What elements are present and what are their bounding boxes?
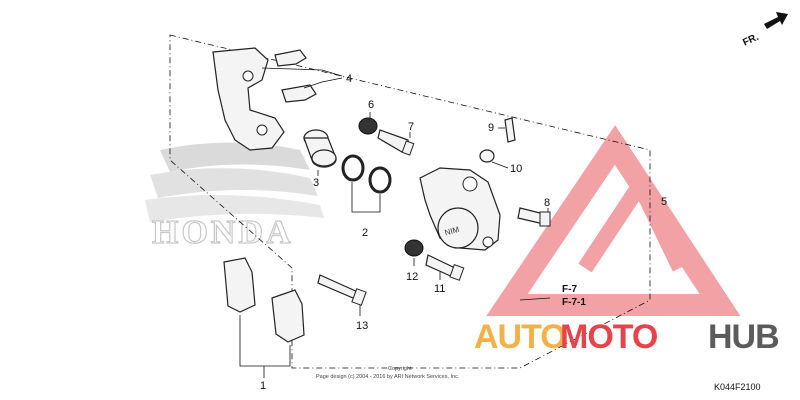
watermark-part2: MOTO [560, 318, 658, 356]
svg-text:NIM: NIM [444, 225, 461, 238]
callout-12[interactable]: 12 [406, 271, 418, 283]
copyright-line1: Copyright [388, 366, 412, 372]
copyright-line2: Page design (c) 2004 - 2016 by ARI Netwo… [316, 374, 460, 380]
front-arrow-icon [764, 12, 788, 29]
piston-seals [341, 154, 392, 194]
callout-8[interactable]: 8 [544, 197, 550, 209]
caliper-bolt [517, 207, 551, 227]
callout-5[interactable]: 5 [661, 196, 667, 208]
honda-wing-watermark [145, 142, 324, 222]
callout-13[interactable]: 13 [356, 320, 368, 332]
callout-9[interactable]: 9 [488, 122, 494, 134]
rubber-boot [358, 117, 378, 135]
automotohub-watermark: AUTO MOTO HUB [474, 318, 780, 356]
pin-bolt-lower [425, 254, 465, 281]
callout-1[interactable]: 1 [260, 380, 266, 392]
watermark-part3: HUB [708, 318, 779, 356]
pin-boot [404, 239, 424, 257]
diagram-code: K044F2100 [714, 382, 761, 392]
watermark-part1: AUTO [474, 318, 566, 356]
callout-10[interactable]: 10 [510, 163, 522, 175]
callout-2[interactable]: 2 [362, 227, 368, 239]
ref-f7[interactable]: F-7 [562, 284, 577, 295]
front-direction-indicator: FR. [741, 12, 788, 49]
bleeder-valve [479, 117, 516, 163]
honda-brand-watermark: HONDA [152, 214, 294, 251]
caliper-body: NIM [419, 167, 501, 251]
long-bolt [317, 274, 367, 306]
callout-4[interactable]: 4 [346, 73, 352, 85]
callout-3[interactable]: 3 [313, 177, 319, 189]
pad-spring-clips [274, 49, 317, 103]
automotohub-logo-icon [486, 125, 741, 316]
fr-label: FR. [741, 32, 760, 49]
brake-pads [223, 257, 305, 343]
pin-bolt-upper [377, 129, 415, 156]
piston [303, 129, 337, 168]
callout-6[interactable]: 6 [368, 99, 374, 111]
ref-f7-1[interactable]: F-7-1 [562, 297, 586, 308]
callout-11[interactable]: 11 [434, 283, 445, 295]
caliper-bracket [212, 47, 285, 151]
callout-7[interactable]: 7 [408, 121, 414, 133]
leader-lines [239, 67, 551, 378]
